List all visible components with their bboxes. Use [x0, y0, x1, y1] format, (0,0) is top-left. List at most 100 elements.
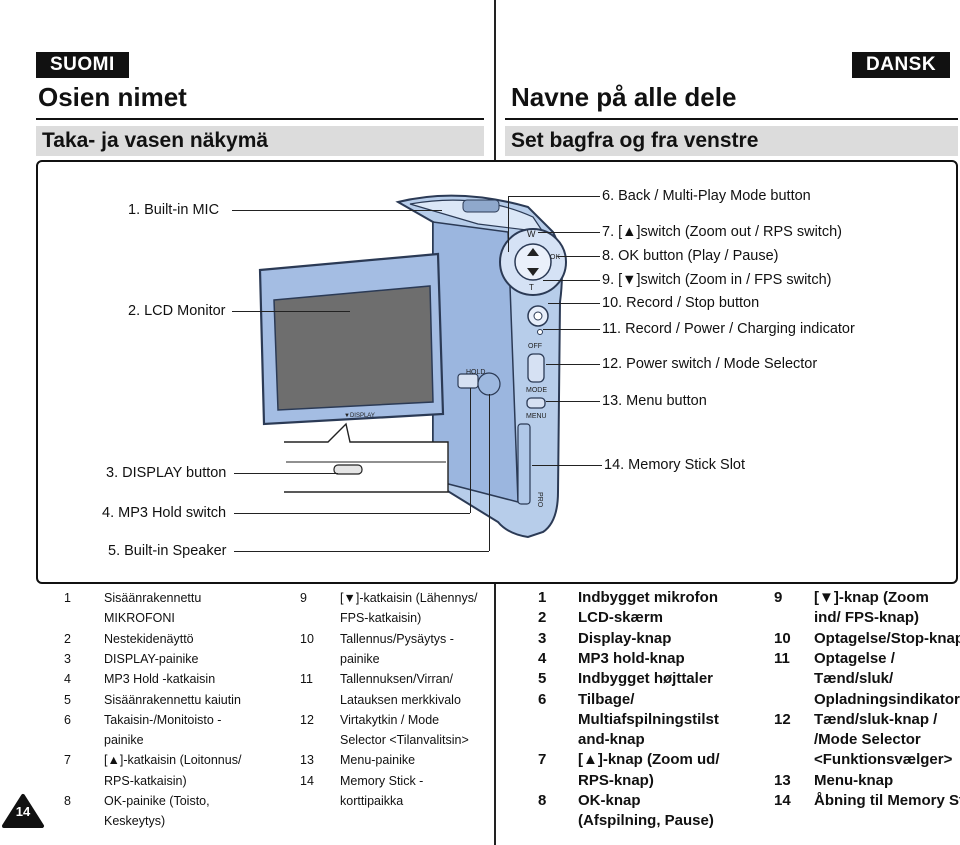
- list-item-number: 7: [64, 753, 71, 768]
- list-item-number: 5: [538, 670, 547, 688]
- hold-switch: [457, 373, 479, 389]
- list-item-text: LCD-skærm: [578, 609, 664, 627]
- mode-mark: MODE: [526, 387, 547, 394]
- w-mark: W: [527, 229, 536, 239]
- list-item-text: DISPLAY-painike: [104, 651, 199, 666]
- list-item-number: 5: [64, 692, 71, 707]
- list-item-text: Display-knap: [578, 629, 672, 647]
- hold-mark: HOLD: [466, 369, 485, 376]
- title-rule-left: [36, 118, 484, 120]
- label-memory-stick-slot: 14. Memory Stick Slot: [604, 457, 746, 473]
- list-item-text: painike: [340, 651, 380, 666]
- page-title-danish: Navne på alle dele: [511, 82, 737, 112]
- label-menu-button: 13. Menu button: [602, 393, 707, 409]
- list-item-number: 12: [774, 710, 791, 728]
- leader-power: [546, 364, 600, 366]
- list-item-text: RPS-katkaisin): [104, 773, 187, 788]
- list-item-text: (Afspilning, Pause): [578, 812, 714, 830]
- list-item-text: Virtakytkin / Mode: [340, 712, 440, 727]
- list-item-number: 7: [538, 751, 547, 769]
- list-item-number: 10: [774, 629, 791, 647]
- leader-menu: [546, 401, 600, 403]
- list-item-number: 9: [300, 591, 307, 605]
- label-display-button: 3. DISPLAY button: [106, 465, 227, 481]
- list-item-number: 2: [538, 609, 547, 627]
- list-item-number: 13: [300, 753, 314, 768]
- memory-stick-slot: [517, 423, 531, 505]
- off-mark: OFF: [528, 343, 542, 350]
- list-item-text: Takaisin-/Monitoisto -: [104, 712, 222, 727]
- column-divider-top: [494, 0, 496, 160]
- title-rule-right: [505, 118, 958, 120]
- t-mark: T: [529, 283, 534, 292]
- label-mp3-hold-switch: 4. MP3 Hold switch: [102, 505, 227, 521]
- leader-speaker-vertical: [489, 394, 491, 551]
- label-zoom-in-switch: 9. [▼]switch (Zoom in / FPS switch): [602, 272, 832, 288]
- list-item-text: Åbning til Memory Stick: [814, 792, 960, 809]
- leader-memory-stick: [532, 465, 602, 467]
- list-item-text: MP3 Hold -katkaisin: [104, 672, 216, 687]
- list-item-text: FPS-katkaisin): [340, 611, 422, 626]
- list-item-text: Indbygget mikrofon: [578, 589, 718, 606]
- record-dot: [533, 311, 543, 321]
- zoom-up-arrow-icon: [527, 248, 539, 256]
- leader-zoom-in: [543, 280, 600, 282]
- list-item-text: [▼]-katkaisin (Lähennys/: [340, 591, 478, 605]
- list-item-text: <Funktionsvælger>: [814, 751, 953, 769]
- list-item-text: Tallennuksen/Virran/: [340, 672, 454, 687]
- list-item-text: Tallennus/Pysäytys -: [340, 631, 454, 646]
- label-lcd-monitor: 2. LCD Monitor: [128, 303, 226, 319]
- list-item-text: MIKROFONI: [104, 611, 175, 626]
- microphone-grill: [462, 199, 500, 213]
- list-item-text: Tænd/sluk-knap /: [814, 710, 938, 728]
- list-item-text: Nestekidenäyttö: [104, 631, 194, 646]
- list-item-number: 4: [538, 649, 547, 667]
- camcorder-diagram: W T OK OFF MODE MENU PRO HOLD ▼DISPLAY 1…: [36, 160, 958, 584]
- list-item-number: 14: [774, 792, 791, 809]
- list-item-number: 13: [774, 771, 791, 789]
- menu-mark: MENU: [526, 413, 547, 420]
- list-item-text: MP3 hold-knap: [578, 649, 685, 667]
- language-badge-danish: DANSK: [852, 52, 951, 78]
- list-item-text: Indbygget højttaler: [578, 670, 713, 688]
- column-divider-bottom: [494, 584, 496, 845]
- section-heading-finnish: Taka- ja vasen näkymä: [36, 126, 484, 156]
- leader-lcd: [232, 311, 350, 313]
- list-item-text: OK-painike (Toisto,: [104, 794, 210, 808]
- speaker-grill: [477, 372, 501, 396]
- list-item-text: Memory Stick -: [340, 773, 424, 788]
- label-ok-button: 8. OK button (Play / Pause): [602, 248, 779, 264]
- list-item-number: 1: [538, 589, 547, 606]
- list-item-text: Latauksen merkkivalo: [340, 692, 461, 707]
- list-item-text: Tænd/sluk/: [814, 670, 894, 688]
- list-item-text: [▲]-katkaisin (Loitonnus/: [104, 753, 242, 768]
- lcd-screen: [273, 285, 434, 411]
- list-item-text: Keskeytys): [104, 814, 166, 829]
- list-item-number: 14: [300, 773, 314, 788]
- leader-back-vertical: [508, 196, 510, 252]
- list-item-text: Sisäänrakennettu kaiutin: [104, 692, 241, 707]
- label-power-switch: 12. Power switch / Mode Selector: [602, 356, 818, 372]
- list-item-text: /Mode Selector: [814, 731, 921, 749]
- list-item-number: 12: [300, 712, 314, 727]
- list-item-number: 9: [774, 589, 783, 606]
- page-number: 14: [15, 804, 31, 819]
- list-item-text: Optagelse/Stop-knap: [814, 629, 960, 647]
- zoom-down-arrow-icon: [527, 268, 539, 276]
- list-item-text: painike: [104, 733, 144, 748]
- list-item-text: ind/ FPS-knap): [814, 609, 919, 627]
- list-item-text: korttipaikka: [340, 794, 404, 808]
- list-item-text: RPS-knap): [578, 771, 654, 789]
- list-item-number: 1: [64, 591, 71, 605]
- language-badge-finnish: SUOMI: [36, 52, 129, 78]
- page-number-badge: 14: [0, 790, 46, 830]
- list-item-text: Sisäänrakennettu: [104, 591, 202, 605]
- list-item-text: Optagelse /: [814, 649, 895, 667]
- leader-back: [508, 196, 600, 198]
- list-item-number: 10: [300, 631, 314, 646]
- leader-ok: [558, 256, 600, 258]
- power-switch: [527, 353, 545, 383]
- label-charging-indicator: 11. Record / Power / Charging indicator: [602, 321, 855, 337]
